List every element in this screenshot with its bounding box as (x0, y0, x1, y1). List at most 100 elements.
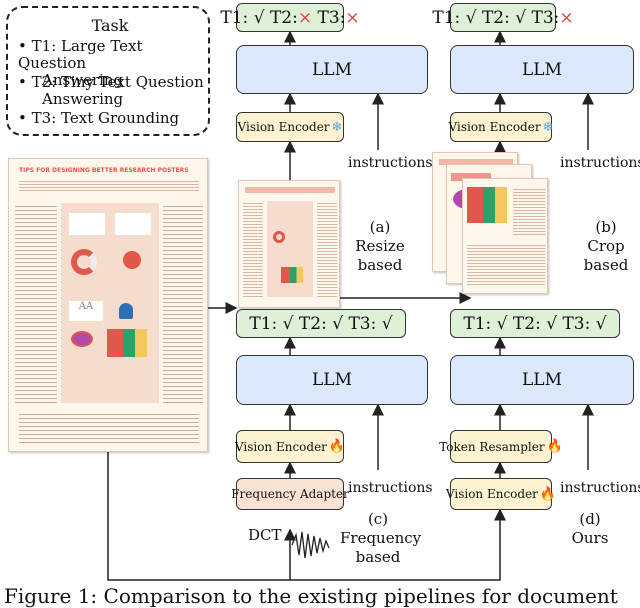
t3-label: T3: (531, 7, 560, 28)
result-box-a: T1: √ T2:× T3:× (220, 3, 360, 32)
poster-left-text (243, 201, 263, 297)
person-icon (119, 303, 133, 319)
llm-box-a: LLM (236, 45, 428, 94)
token-resampler-d: Token Resampler 🔥 (439, 430, 563, 463)
task-item-t2: • T2: Tiny Text Question Answering (18, 74, 204, 108)
poster-footer-text (19, 411, 199, 445)
poster-logo (71, 331, 93, 347)
poster-right-text (317, 201, 337, 297)
vision-encoder-label: Vision Encoder (445, 487, 538, 501)
dct-waveform-icon (291, 531, 330, 559)
task-title: Task (91, 16, 129, 35)
llm-box-d: LLM (450, 355, 634, 405)
llm-box-b: LLM (450, 45, 634, 94)
panel-label-d: (d) Ours (562, 510, 618, 548)
t1-label: T1: (463, 313, 492, 334)
token-resampler-label: Token Resampler (439, 439, 545, 454)
task-item-line1: T3: Text Grounding (31, 109, 180, 127)
task-item-line1: T1: Large Text Question (18, 37, 143, 72)
check-icon: √ (515, 7, 527, 28)
poster-center-column (267, 201, 313, 297)
bullet-icon: • (18, 109, 27, 127)
resized-poster-thumbnail (238, 180, 340, 308)
t3-label: T3: (317, 7, 346, 28)
bullet-icon: • (18, 37, 27, 55)
poster-pie (123, 251, 141, 269)
cross-icon: × (559, 7, 574, 28)
poster-donut-chart (71, 249, 97, 275)
instructions-label-c: instructions (348, 480, 433, 496)
poster-thumb (115, 213, 151, 235)
poster-title (439, 159, 513, 165)
panel-label-line: Resize (355, 237, 405, 255)
llm-box-c: LLM (236, 355, 428, 405)
panel-label-b: (b) Crop based (578, 218, 634, 275)
instructions-label-b: instructions (560, 155, 640, 171)
t2-label: T2: (269, 7, 298, 28)
task-item-line1: T2: Tiny Text Question (31, 73, 204, 91)
panel-label-line: based (357, 256, 403, 274)
flame-icon: 🔥 (328, 439, 346, 454)
bullet-icon: • (18, 73, 27, 91)
snowflake-icon: ❄ (542, 119, 554, 135)
dct-label: DCT (248, 526, 282, 544)
flame-icon: 🔥 (546, 439, 563, 454)
poster-donut-chart (273, 231, 285, 243)
poster-title (245, 187, 335, 193)
t2-label: T2: (481, 7, 510, 28)
check-icon: √ (332, 313, 344, 334)
vision-encoder-label: Vision Encoder (448, 120, 541, 134)
poster-left-text (15, 203, 57, 403)
vision-encoder-a: Vision Encoder ❄ (236, 112, 344, 142)
t1-label: T1: (249, 313, 278, 334)
t2-label: T2: (298, 313, 327, 334)
check-icon: √ (465, 7, 477, 28)
check-icon: √ (595, 313, 607, 334)
t2-label: T2: (512, 313, 541, 334)
instructions-label-a: instructions (348, 155, 433, 171)
check-icon: √ (546, 313, 558, 334)
panel-label-line: based (583, 256, 629, 274)
poster-intro-text (19, 179, 199, 193)
figure-caption: Figure 1: Comparison to the existing pip… (4, 584, 618, 608)
check-icon: √ (496, 313, 508, 334)
panel-label-line: (b) (595, 218, 617, 236)
poster-center-column: AA (61, 203, 159, 403)
t1-label: T1: (432, 7, 461, 28)
vision-encoder-label: Vision Encoder (234, 439, 327, 454)
poster-title (451, 173, 491, 181)
cross-icon: × (297, 7, 313, 28)
check-icon: √ (381, 313, 393, 334)
panel-label-line: Frequency (340, 529, 422, 547)
vision-encoder-b: Vision Encoder ❄ (448, 112, 554, 142)
task-box: Task • T1: Large Text Question Answering… (6, 6, 210, 136)
snowflake-icon: ❄ (331, 119, 343, 135)
task-item-line2: Answering (42, 90, 124, 108)
task-item-line2: Answering (42, 71, 124, 89)
panel-label-line: (d) (579, 510, 601, 528)
line-poster-to-c (107, 452, 296, 581)
cross-icon: × (345, 7, 360, 28)
poster-thumb (69, 213, 105, 235)
check-icon: √ (253, 7, 265, 28)
instructions-label-d: instructions (560, 480, 640, 496)
panel-label-line: Crop (587, 237, 625, 255)
source-poster: TIPS FOR DESIGNING BETTER RESEARCH POSTE… (8, 158, 208, 452)
poster-right-text (163, 203, 203, 403)
line-c-to-d (290, 508, 506, 581)
t3-label: T3: (348, 313, 377, 334)
result-box-d: T1: √ T2: √ T3: √ (450, 309, 620, 338)
crop-stack-front (462, 178, 548, 294)
vision-encoder-d: Vision Encoder 🔥 (446, 478, 556, 510)
poster-color-swatch (281, 267, 303, 283)
vision-encoder-c: Vision Encoder 🔥 (234, 430, 346, 463)
result-box-c: T1: √ T2: √ T3: √ (236, 309, 406, 338)
task-item-t3: • T3: Text Grounding (18, 110, 179, 127)
panel-label-a: (a) Resize based (352, 218, 408, 275)
poster-right-text (513, 187, 545, 237)
vision-encoder-label: Vision Encoder (237, 120, 330, 134)
t1-label: T1: (220, 7, 249, 28)
check-icon: √ (282, 313, 294, 334)
panel-label-line: Ours (571, 529, 609, 547)
